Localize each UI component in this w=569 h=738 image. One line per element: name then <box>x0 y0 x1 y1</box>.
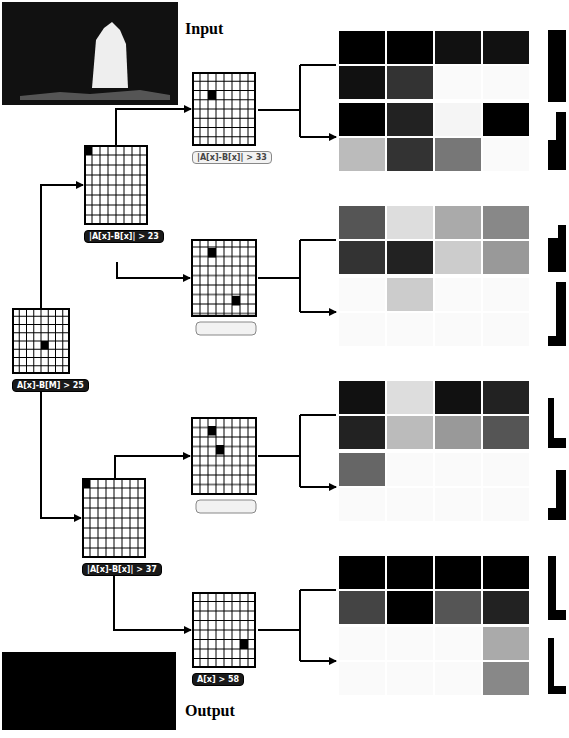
pixel-grid <box>84 145 148 225</box>
tree-branch <box>41 185 83 308</box>
image-caption: Input <box>185 20 223 38</box>
tree-branch <box>116 109 191 145</box>
tree-branch <box>41 392 81 518</box>
test-label: |A[x]-B[x]| > 23 <box>84 230 164 243</box>
test-label: |A[x]-B[x]| > 33 <box>192 151 272 164</box>
test-label: A[x]-B[M] > 25 <box>12 379 89 392</box>
image-caption: Output <box>185 702 235 720</box>
test-label: |A[x]-B[x]| > 37 <box>82 563 162 576</box>
test-grid: A[x]-B[M] > 25 <box>12 308 89 392</box>
pixel-grid <box>192 72 256 146</box>
pixel-grid <box>12 308 70 374</box>
pixel-grid <box>192 592 256 668</box>
test-grid: A[x] > 58 <box>192 592 256 686</box>
test-grid: |A[x]-B[x]| > 23 <box>84 145 164 243</box>
test-label: A[x] > 58 <box>192 673 244 686</box>
pixel-grid <box>82 478 146 558</box>
test-grid: |A[x]-B[x]| > 37 <box>82 478 162 576</box>
test-grid: |A[x]-B[x]| > 33 <box>192 72 272 164</box>
tree-branch <box>114 576 191 630</box>
